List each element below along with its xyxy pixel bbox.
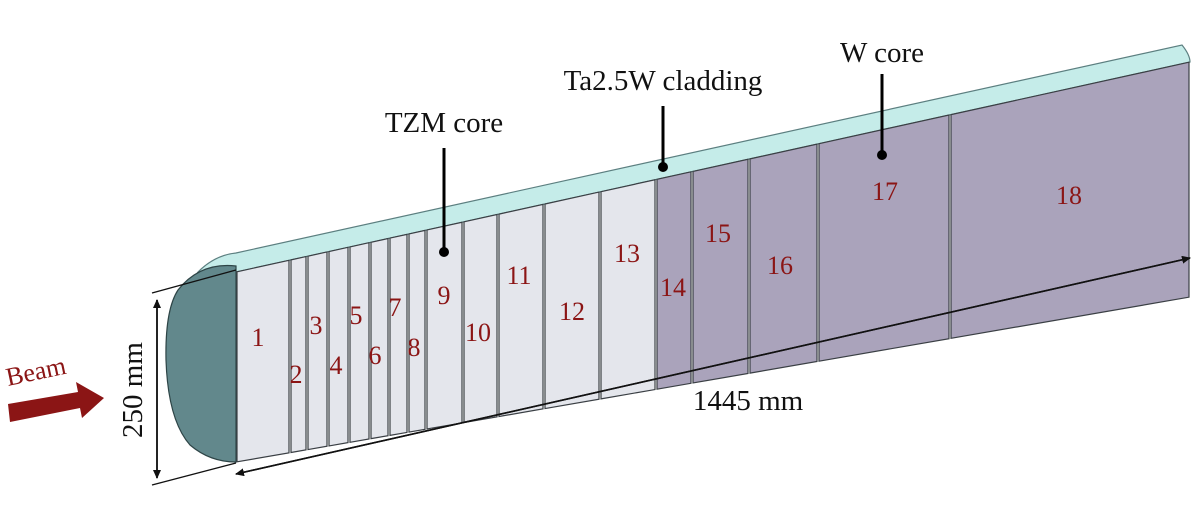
block-number-4: 4 [330,351,343,380]
tzm-leader-dot [439,247,449,257]
block-5 [349,241,370,443]
block-number-17: 17 [872,177,898,206]
block-1 [236,259,290,463]
block-number-9: 9 [438,281,451,310]
diameter-extension-bottom [151,462,237,486]
block-number-16: 16 [767,251,793,280]
block-6 [370,237,389,440]
block-number-3: 3 [310,311,323,340]
block-7 [389,233,408,437]
diameter-extension-top [151,269,237,294]
block-number-11: 11 [506,261,531,290]
target-blocks [236,61,1190,463]
block-10 [463,213,498,424]
block-8 [408,229,426,433]
block-3 [307,251,328,451]
block-number-2: 2 [290,360,303,389]
block-number-10: 10 [465,318,491,347]
block-number-18: 18 [1056,181,1082,210]
block-2 [290,255,307,454]
w-leader-dot [877,150,887,160]
beam-label: Beam [3,351,68,392]
cladding-top-surface [196,44,1191,273]
block-4 [328,246,349,447]
beam-arrow [8,382,104,422]
block-number-5: 5 [350,301,363,330]
cladding-label: Ta2.5W cladding [564,65,763,97]
block-14 [656,171,692,390]
block-15 [692,158,749,384]
block-number-12: 12 [559,297,585,326]
block-17 [818,114,950,362]
w-core-label: W core [840,37,924,69]
block-13 [600,179,656,400]
block-11 [498,203,544,418]
diameter-label: 250 mm [117,342,149,438]
block-number-6: 6 [369,341,382,370]
tzm-core-label: TZM core [385,107,503,139]
block-18 [950,61,1190,340]
block-number-13: 13 [614,239,640,268]
end-cap [165,264,237,463]
block-12 [544,191,600,410]
block-number-7: 7 [389,293,402,322]
block-number-1: 1 [252,323,265,352]
block-number-8: 8 [408,333,421,362]
block-16 [749,143,818,374]
length-dimension-line-back [235,257,1191,477]
length-label: 1445 mm [693,385,804,417]
block-number-14: 14 [660,273,686,302]
block-number-15: 15 [705,219,731,248]
cladding-leader-dot [658,162,668,172]
